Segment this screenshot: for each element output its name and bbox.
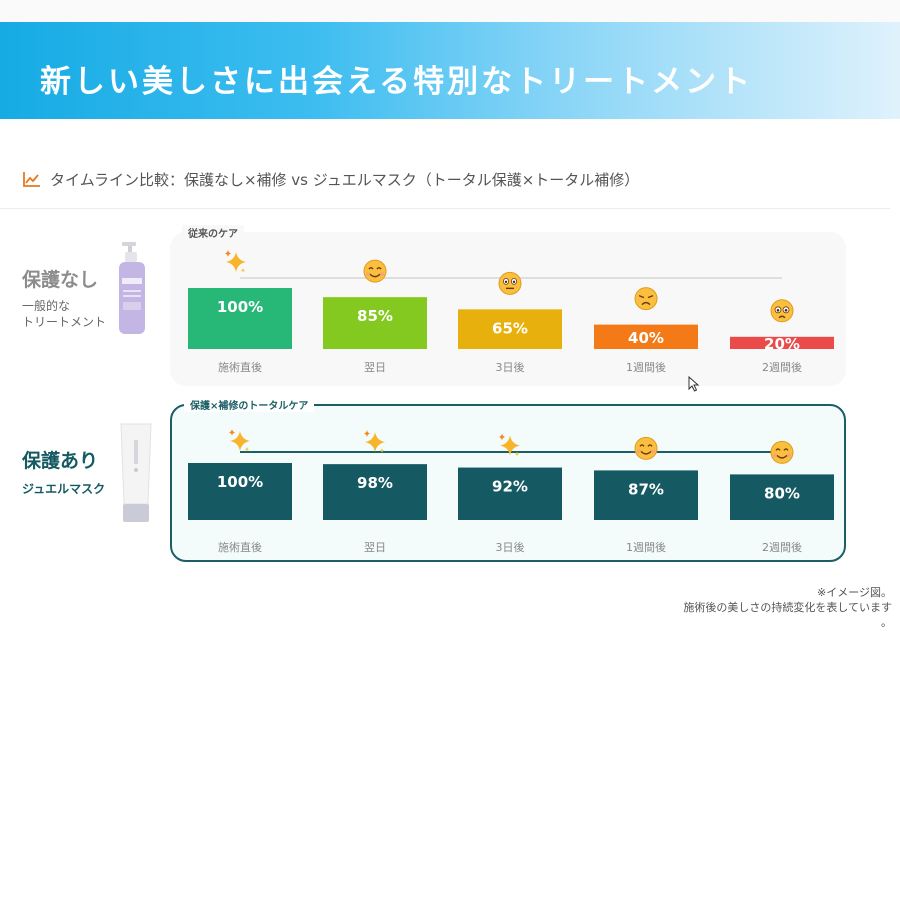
chart-subtitle-row: タイムライン比較：保護なし×補修 vs ジュエルマスク（トータル保護×トータル補… xyxy=(22,166,639,192)
bar xyxy=(323,297,427,349)
bar xyxy=(730,474,834,520)
row-subtitle-with: ジュエルマスク xyxy=(22,482,106,496)
category-label: 3日後 xyxy=(496,360,525,374)
panel-tag-total-care: 保護×補修のトータルケア xyxy=(184,397,315,412)
bar xyxy=(594,324,698,349)
neutral-face-icon xyxy=(498,271,522,295)
row-label-without: 保護なし 一般的な トリートメント xyxy=(22,265,106,330)
row-label-with: 保護あり ジュエルマスク xyxy=(22,446,105,497)
bar xyxy=(458,467,562,520)
smile-icon xyxy=(770,440,794,464)
sparkle-icon xyxy=(498,433,520,457)
category-label: 翌日 xyxy=(364,541,386,554)
bar xyxy=(594,470,698,520)
data-label: 80% xyxy=(764,484,800,502)
row-subtitle-line-1: 一般的な xyxy=(22,299,71,313)
data-label: 100% xyxy=(217,298,263,316)
note-line-1: ※イメージ図。 xyxy=(817,586,892,599)
bar xyxy=(188,288,292,349)
bar xyxy=(458,309,562,349)
category-label: 1週間後 xyxy=(626,360,666,374)
bar xyxy=(188,463,292,520)
data-label: 65% xyxy=(492,319,528,337)
smile-icon xyxy=(634,436,658,460)
top-strip xyxy=(0,0,900,22)
data-label: 40% xyxy=(628,329,664,347)
category-label: 翌日 xyxy=(364,361,386,374)
sad-face-icon xyxy=(634,287,658,311)
row-title-with: 保護あり xyxy=(22,450,99,472)
data-label: 98% xyxy=(357,474,393,492)
bar xyxy=(323,464,427,520)
category-label: 施術直後 xyxy=(218,360,262,374)
category-label: 施術直後 xyxy=(218,540,262,554)
bar xyxy=(730,336,834,349)
category-label: 3日後 xyxy=(496,540,525,554)
mouse-cursor-icon xyxy=(688,376,700,392)
divider xyxy=(0,208,890,209)
image-note: ※イメージ図。 施術後の美しさの持続変化を表しています 。 xyxy=(683,585,892,630)
category-label: 2週間後 xyxy=(762,360,802,374)
note-line-3: 。 xyxy=(881,616,892,629)
data-label: 20% xyxy=(764,335,800,353)
chart-subtitle: タイムライン比較：保護なし×補修 vs ジュエルマスク（トータル保護×トータル補… xyxy=(50,170,640,189)
white-tube-icon xyxy=(120,423,152,522)
panel-tag-conventional: 従来のケア xyxy=(182,225,244,240)
sparkle-icon xyxy=(224,250,246,273)
sparkle-icon xyxy=(228,429,250,452)
worried-face-icon xyxy=(770,299,794,323)
line-chart-icon xyxy=(23,172,40,187)
data-label: 85% xyxy=(357,307,393,325)
lavender-pump-bottle-icon xyxy=(119,242,145,334)
page-title: 新しい美しさに出会える特別なトリートメント xyxy=(40,64,754,100)
sparkle-icon xyxy=(363,430,385,453)
row-subtitle-line-2: トリートメント xyxy=(22,315,107,329)
category-label: 2週間後 xyxy=(762,540,802,554)
smile-icon xyxy=(363,259,387,283)
row-title-without: 保護なし xyxy=(22,269,99,291)
category-label: 1週間後 xyxy=(626,540,666,554)
data-label: 92% xyxy=(492,478,528,496)
data-label: 87% xyxy=(628,480,664,498)
header-banner: 新しい美しさに出会える特別なトリートメント xyxy=(0,22,900,119)
data-label: 100% xyxy=(217,473,263,491)
row-subtitle-without: 一般的な トリートメント xyxy=(22,298,106,330)
note-line-2: 施術後の美しさの持続変化を表しています xyxy=(683,601,892,614)
